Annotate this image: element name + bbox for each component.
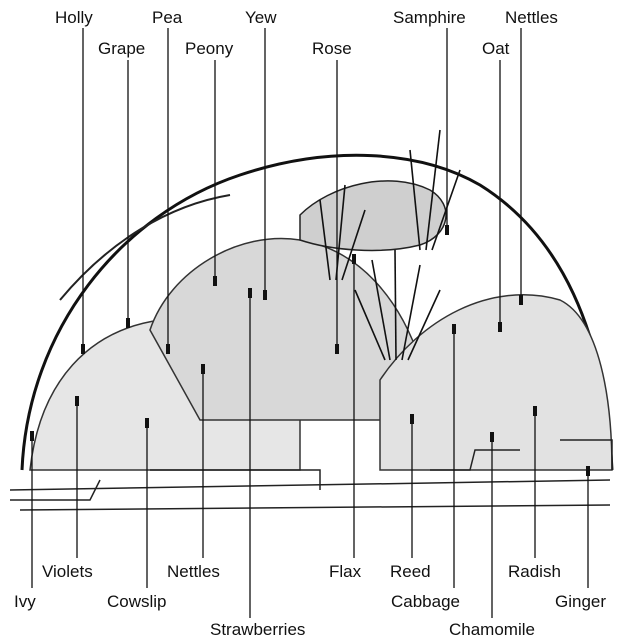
label-ginger: Ginger xyxy=(555,593,606,610)
label-oat: Oat xyxy=(482,40,509,57)
label-flax: Flax xyxy=(329,563,361,580)
label-cabbage: Cabbage xyxy=(391,593,460,610)
label-nettles-bottom: Nettles xyxy=(167,563,220,580)
label-nettles-top: Nettles xyxy=(505,9,558,26)
label-chamomile: Chamomile xyxy=(449,621,535,638)
label-holly: Holly xyxy=(55,9,93,26)
label-violets: Violets xyxy=(42,563,93,580)
label-yew: Yew xyxy=(245,9,277,26)
label-samphire: Samphire xyxy=(393,9,466,26)
label-strawberries: Strawberries xyxy=(210,621,305,638)
label-grape: Grape xyxy=(98,40,145,57)
label-reed: Reed xyxy=(390,563,431,580)
label-radish: Radish xyxy=(508,563,561,580)
mound-right xyxy=(380,295,612,470)
label-pea: Pea xyxy=(152,9,182,26)
label-cowslip: Cowslip xyxy=(107,593,167,610)
label-peony: Peony xyxy=(185,40,233,57)
label-rose: Rose xyxy=(312,40,352,57)
label-ivy: Ivy xyxy=(14,593,36,610)
